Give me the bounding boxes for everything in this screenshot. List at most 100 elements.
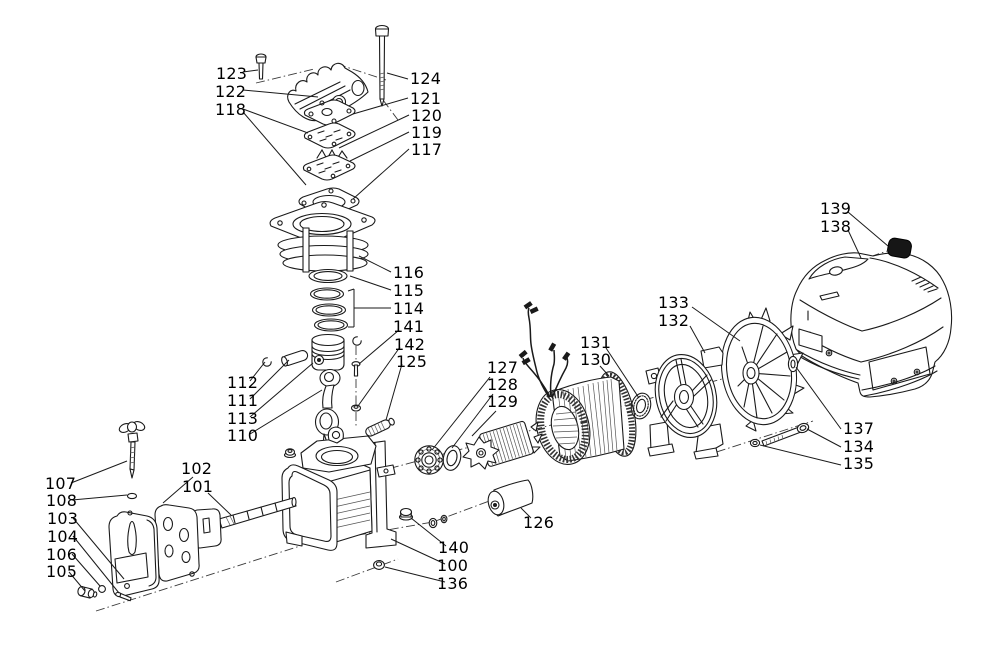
callout-121: 121	[410, 89, 442, 108]
leader-line-106	[71, 553, 101, 587]
callout-118: 118	[215, 100, 247, 119]
callout-117: 117	[411, 140, 443, 159]
leader-line-137	[795, 366, 842, 430]
callout-126: 126	[523, 513, 555, 532]
callout-134: 134	[843, 437, 875, 456]
leader-line-125	[385, 363, 403, 421]
leader-line-122	[242, 89, 319, 98]
case-nut	[373, 560, 385, 570]
leader-line-114	[347, 288, 355, 292]
callout-104: 104	[47, 527, 79, 546]
leader-line-118	[242, 111, 307, 186]
callout-127: 127	[487, 358, 519, 377]
leader-line-108	[71, 494, 128, 501]
callout-122: 122	[215, 82, 247, 101]
callout-128: 128	[487, 375, 519, 394]
callout-103: 103	[47, 509, 79, 528]
leader-line-132	[689, 325, 706, 354]
callout-110: 110	[227, 426, 259, 445]
head-bolt-short	[255, 53, 267, 80]
leader-line-116	[358, 255, 392, 273]
callout-107: 107	[45, 474, 77, 493]
callout-106: 106	[46, 545, 78, 564]
ball-bearing	[414, 445, 444, 475]
bracket-spokes	[660, 358, 712, 428]
callout-136: 136	[437, 574, 469, 593]
leader-line-129	[471, 410, 497, 437]
piston-rings	[309, 287, 349, 332]
valve-plate-lower	[302, 154, 356, 181]
stator	[518, 301, 637, 465]
leader-line-104	[72, 535, 120, 594]
leader-line-115	[349, 275, 392, 291]
piston	[311, 333, 345, 371]
callout-113: 113	[227, 409, 259, 428]
stator-bore-slots	[552, 411, 579, 445]
callout-129: 129	[487, 392, 519, 411]
callout-130: 130	[580, 350, 612, 369]
small-nut	[350, 404, 362, 412]
leader-line-110	[249, 389, 323, 435]
callout-102: 102	[181, 459, 213, 478]
callout-141: 141	[393, 317, 425, 336]
crankshaft	[182, 496, 297, 549]
callout-140: 140	[438, 538, 470, 557]
set-screw	[351, 361, 361, 377]
callout-116: 116	[393, 263, 425, 282]
shaft-seal	[442, 445, 462, 471]
motor-end-bracket	[645, 346, 724, 460]
oil-dipstick	[118, 421, 146, 479]
connecting-rod	[314, 368, 341, 447]
callout-124: 124	[410, 69, 442, 88]
leader-line-135	[759, 444, 842, 466]
drain-plug	[77, 586, 98, 599]
leader-lines	[68, 69, 889, 594]
fan-bolt	[761, 422, 810, 447]
callout-100: 100	[437, 556, 469, 575]
callout-111: 111	[227, 391, 259, 410]
leader-line-113	[249, 362, 314, 418]
callout-115: 115	[393, 281, 425, 300]
leader-line-140	[410, 517, 447, 547]
leader-line-107	[70, 460, 128, 484]
leader-line-138	[847, 229, 862, 259]
leader-line-105	[68, 571, 86, 592]
leader-line-131	[605, 347, 640, 399]
valve-plate-upper	[303, 122, 356, 149]
callout-137: 137	[843, 419, 875, 438]
leader-line-133	[691, 306, 741, 342]
leader-line-111	[249, 359, 290, 400]
crankcase-cover	[108, 510, 160, 597]
flange-nut	[398, 507, 414, 521]
leader-line-124	[386, 72, 409, 80]
cylinder-base-ring	[308, 268, 348, 284]
knurled-pin	[365, 417, 395, 437]
reed-valve-spring	[316, 148, 348, 161]
callout-142: 142	[394, 335, 426, 354]
cylinder	[269, 200, 376, 273]
stator-wires	[518, 301, 571, 399]
leader-line-112	[249, 361, 266, 382]
cover-gasket	[154, 504, 200, 582]
rotor	[462, 420, 543, 470]
leader-line-119	[349, 131, 410, 162]
callout-108: 108	[46, 491, 78, 510]
rubber-cap	[887, 237, 912, 259]
callout-133: 133	[658, 293, 690, 312]
callout-131: 131	[580, 333, 612, 352]
callout-112: 112	[227, 373, 259, 392]
callout-138: 138	[820, 217, 852, 236]
callout-135: 135	[843, 454, 875, 473]
leader-line-117	[352, 148, 410, 200]
callout-114: 114	[393, 299, 425, 318]
leader-line-134	[806, 428, 842, 448]
leader-line-118	[242, 108, 309, 134]
leader-line-101	[207, 492, 232, 516]
pin-circlips	[262, 336, 362, 367]
callout-139: 139	[820, 199, 852, 218]
leader-line-120	[338, 114, 410, 149]
leader-line-127	[431, 376, 491, 451]
leader-line-136	[384, 566, 446, 583]
leader-line-126	[520, 507, 532, 519]
